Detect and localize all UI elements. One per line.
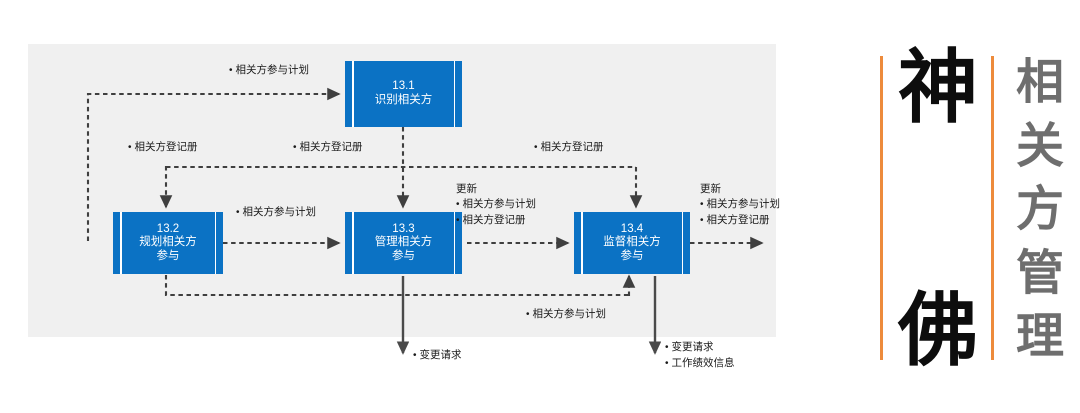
topic-char-2: 关 (1015, 117, 1064, 174)
process-box-13-3[interactable]: 13.3 管理相关方 参与 (345, 212, 462, 274)
update-item: 相关方参与计划 (700, 197, 781, 213)
label-update-right: 更新 相关方参与计划 相关方登记册 (700, 182, 780, 228)
update-item: 相关方登记册 (456, 213, 536, 229)
process-number: 13.2 (156, 222, 180, 235)
process-name: 识别相关方 (374, 94, 433, 106)
topic-char-4: 管 (1015, 244, 1064, 301)
label-register-right: 相关方登记册 (534, 140, 604, 156)
label-top-plan: 相关方参与计划 (229, 63, 310, 79)
update-item: 相关方参与计划 (456, 197, 537, 213)
process-box-13-2[interactable]: 13.2 规划相关方 参与 (113, 212, 223, 274)
update-heading: 更新 (456, 183, 477, 195)
topic-char-1: 相 (1015, 54, 1064, 110)
process-name: 规划相关方 参与 (139, 236, 197, 262)
process-flow-diagram: 13.1 识别相关方 13.2 规划相关方 参与 13.3 管理相关方 参与 1… (0, 0, 860, 413)
topic-characters: 相 关 方 管 理 (1003, 58, 1077, 360)
accent-rule-left (880, 56, 883, 360)
process-number: 13.4 (620, 222, 644, 235)
label-register-mid: 相关方登记册 (293, 140, 363, 156)
label-register-left: 相关方登记册 (128, 140, 198, 156)
change-request-item: 变更请求 (665, 340, 735, 356)
update-item: 相关方登记册 (700, 213, 780, 229)
work-performance-item: 工作绩效信息 (665, 356, 735, 372)
label-plan-bottom: 相关方参与计划 (526, 307, 607, 323)
brand-characters: 神 佛 (892, 41, 984, 378)
process-box-13-1[interactable]: 13.1 识别相关方 (345, 61, 462, 127)
topic-char-3: 方 (1015, 181, 1064, 237)
process-number: 13.1 (392, 80, 415, 93)
brand-char-1: 神 (898, 41, 978, 134)
title-panel: 神 佛 相 关 方 管 理 (860, 0, 1080, 413)
label-outputs-right: 变更请求 工作绩效信息 (665, 340, 735, 371)
update-heading: 更新 (700, 183, 721, 195)
label-plan-mid: 相关方参与计划 (236, 205, 317, 221)
brand-char-2: 佛 (898, 284, 978, 378)
label-change-request-left: 变更请求 (413, 348, 462, 364)
process-box-13-4[interactable]: 13.4 监督相关方 参与 (574, 212, 690, 274)
process-name: 监督相关方 参与 (603, 236, 661, 262)
topic-char-5: 理 (1015, 308, 1064, 364)
process-name: 管理相关方 参与 (374, 236, 433, 262)
flow-connectors (86, 87, 764, 355)
label-update-mid: 更新 相关方参与计划 相关方登记册 (456, 182, 536, 228)
process-number: 13.3 (392, 222, 415, 235)
accent-rule-right (991, 56, 994, 360)
